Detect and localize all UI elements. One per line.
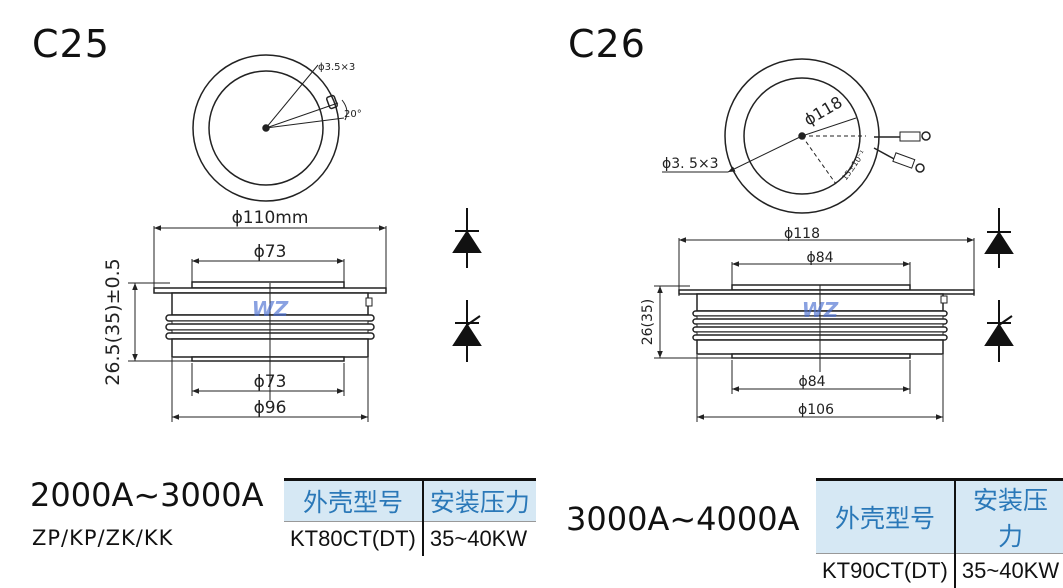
right-hole-label: ϕ3. 5×3 — [662, 156, 719, 172]
right-cell-pressure: 35~40KW — [955, 554, 1063, 588]
left-dim-upper: ϕ73 — [254, 242, 287, 262]
left-watermark: WZ — [252, 297, 289, 321]
right-dim-lower: ϕ84 — [798, 374, 825, 390]
right-watermark: WZ — [802, 298, 839, 322]
right-diode-icon — [986, 208, 1012, 268]
right-rating: 3000A~4000A — [566, 500, 799, 538]
right-cell-model: KT90CT(DT) — [816, 554, 955, 588]
right-top-view — [662, 59, 930, 213]
left-types: ZP/KP/ZK/KK — [32, 526, 173, 550]
left-dim-top: ϕ110mm — [232, 208, 309, 228]
left-header-model: 外壳型号 — [284, 480, 423, 522]
right-spec-table: 外壳型号 安装压力 KT90CT(DT) 35~40KW — [816, 478, 1063, 588]
drawing-canvas: ϕ3.5×3 20° ϕ110mm ϕ73 — [0, 0, 1063, 555]
left-dim-lower: ϕ73 — [254, 372, 287, 392]
left-rating: 2000A~3000A — [30, 476, 263, 514]
right-dim-top: ϕ118 — [784, 226, 820, 242]
left-thyristor-icon — [454, 300, 480, 362]
right-header-pressure: 安装压力 — [955, 480, 1063, 554]
left-hole-label: ϕ3.5×3 — [318, 62, 355, 73]
right-small-label: 15±10⁻¹ — [840, 149, 867, 182]
left-dim-bottom: ϕ96 — [254, 398, 287, 418]
left-diode-icon — [454, 208, 480, 268]
right-height-dim: 26(35) — [640, 299, 656, 346]
left-header-pressure: 安装压力 — [423, 480, 536, 522]
left-cell-pressure: 35~40KW — [423, 522, 536, 557]
left-height-dim: 26.5(35)±0.5 — [102, 258, 124, 385]
right-header-model: 外壳型号 — [816, 480, 955, 554]
right-dim-upper: ϕ84 — [806, 250, 833, 266]
right-dim-bottom: ϕ106 — [798, 402, 834, 418]
right-thyristor-icon — [986, 300, 1012, 362]
left-top-view — [193, 55, 347, 201]
left-cell-model: KT80CT(DT) — [284, 522, 423, 557]
left-spec-table: 外壳型号 安装压力 KT80CT(DT) 35~40KW — [284, 478, 536, 556]
left-angle-label: 20° — [344, 109, 362, 120]
